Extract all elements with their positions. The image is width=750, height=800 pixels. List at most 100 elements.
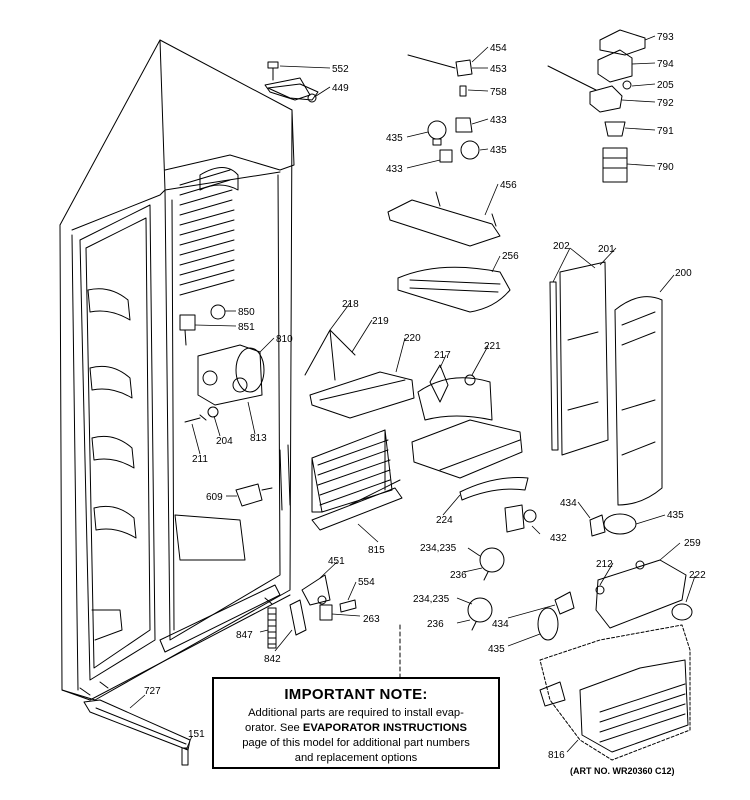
callout-851: 851 bbox=[238, 322, 255, 333]
note-line-2: orator. See EVAPORATOR INSTRUCTIONS bbox=[214, 721, 498, 736]
callout-433: 433 bbox=[490, 115, 507, 126]
important-note-box: IMPORTANT NOTE: Additional parts are req… bbox=[212, 677, 500, 769]
drawer-221 bbox=[411, 364, 523, 479]
spring-847 bbox=[267, 607, 277, 649]
gasket-236b bbox=[467, 597, 493, 631]
callout-793: 793 bbox=[657, 32, 674, 43]
callout-219: 219 bbox=[372, 316, 389, 327]
callout-554: 554 bbox=[358, 577, 375, 588]
callout-202: 202 bbox=[553, 241, 570, 252]
callout-256: 256 bbox=[502, 251, 519, 262]
callout-435: 435 bbox=[386, 133, 403, 144]
callout-236: 236 bbox=[427, 619, 444, 630]
screw-151 bbox=[181, 747, 189, 766]
bulb-435d bbox=[537, 607, 559, 641]
housing-816 bbox=[539, 624, 691, 761]
callout-211: 211 bbox=[192, 454, 208, 465]
evaporator-815 bbox=[279, 429, 403, 531]
art-number: (ART NO. WR20360 C12) bbox=[570, 766, 675, 776]
callout-434: 434 bbox=[492, 619, 509, 630]
bulb-435c bbox=[603, 513, 637, 535]
callout-200: 200 bbox=[675, 268, 692, 279]
note-line-2-text: orator. See bbox=[245, 722, 303, 734]
cover-259 bbox=[595, 559, 687, 629]
callout-815: 815 bbox=[368, 545, 385, 556]
valve-263 bbox=[319, 604, 333, 621]
bracket-851 bbox=[179, 314, 196, 346]
callout-433: 433 bbox=[386, 164, 403, 175]
filter-head-assembly bbox=[547, 29, 646, 183]
panel-200 bbox=[614, 296, 663, 506]
callout-234-235: 234,235 bbox=[420, 543, 457, 554]
screw-554 bbox=[339, 599, 357, 613]
gasket-236a bbox=[479, 547, 505, 581]
hinge-449 bbox=[267, 83, 319, 103]
callout-220: 220 bbox=[404, 333, 421, 344]
callout-552: 552 bbox=[332, 64, 349, 75]
callout-813: 813 bbox=[250, 433, 267, 444]
callout-221: 221 bbox=[484, 341, 501, 352]
cover-456 bbox=[387, 191, 501, 247]
sensor-222 bbox=[671, 603, 693, 621]
callout-217: 217 bbox=[434, 350, 451, 361]
cabinet-liner bbox=[59, 39, 311, 701]
callout-435: 435 bbox=[667, 510, 684, 521]
socket-434b bbox=[554, 591, 575, 615]
lever-842 bbox=[289, 599, 307, 636]
callout-151: 151 bbox=[188, 729, 205, 740]
callout-236: 236 bbox=[450, 570, 467, 581]
panel-201 bbox=[559, 261, 609, 456]
callout-205: 205 bbox=[657, 80, 674, 91]
callout-794: 794 bbox=[657, 59, 674, 70]
callout-758: 758 bbox=[490, 87, 507, 98]
callout-453: 453 bbox=[490, 64, 507, 75]
callout-432: 432 bbox=[550, 533, 567, 544]
light-socket-assembly bbox=[407, 54, 480, 163]
callout-609: 609 bbox=[206, 492, 223, 503]
thermistor-850 bbox=[210, 304, 226, 320]
rail-202 bbox=[549, 281, 559, 451]
callout-454: 454 bbox=[490, 43, 507, 54]
callout-435: 435 bbox=[490, 145, 507, 156]
note-line-4: and replacement options bbox=[294, 752, 418, 764]
callout-727: 727 bbox=[144, 686, 161, 697]
callout-451: 451 bbox=[328, 556, 345, 567]
callout-791: 791 bbox=[657, 126, 674, 137]
callout-labels: 552 449 454 453 758 433 435 433 435 793 … bbox=[129, 32, 706, 761]
callout-449: 449 bbox=[332, 83, 349, 94]
callout-224: 224 bbox=[436, 515, 453, 526]
trim-727 bbox=[83, 699, 191, 751]
callout-456: 456 bbox=[500, 180, 517, 191]
note-line-3: page of this model for additional part n… bbox=[242, 737, 470, 749]
callout-234-235: 234,235 bbox=[413, 594, 450, 605]
callout-816: 816 bbox=[548, 750, 565, 761]
callout-790: 790 bbox=[657, 162, 674, 173]
evaporator-instructions-ref: EVAPORATOR INSTRUCTIONS bbox=[302, 722, 467, 734]
callout-810: 810 bbox=[276, 334, 293, 345]
callout-792: 792 bbox=[657, 98, 674, 109]
callout-434: 434 bbox=[560, 498, 577, 509]
trim-224 bbox=[459, 477, 529, 501]
heater-609 bbox=[235, 483, 273, 507]
damper-810 bbox=[197, 344, 265, 406]
socket-432 bbox=[504, 504, 537, 533]
callout-847: 847 bbox=[236, 630, 253, 641]
callout-204: 204 bbox=[216, 436, 233, 447]
callout-201: 201 bbox=[598, 244, 615, 255]
shelf-256 bbox=[397, 266, 511, 313]
callout-850: 850 bbox=[238, 307, 255, 318]
callout-218: 218 bbox=[342, 299, 359, 310]
note-body: Additional parts are required to install… bbox=[214, 706, 498, 766]
callout-212: 212 bbox=[596, 559, 613, 570]
screws-211-204 bbox=[184, 406, 219, 423]
socket-434a bbox=[589, 514, 606, 537]
shelf-220 bbox=[304, 329, 415, 419]
callout-222: 222 bbox=[689, 570, 706, 581]
note-line-1: Additional parts are required to install… bbox=[248, 707, 464, 719]
callout-435: 435 bbox=[488, 644, 505, 655]
hinge-screw-552 bbox=[267, 61, 279, 81]
callout-263: 263 bbox=[363, 614, 380, 625]
note-title: IMPORTANT NOTE: bbox=[284, 686, 428, 703]
callout-259: 259 bbox=[684, 538, 701, 549]
